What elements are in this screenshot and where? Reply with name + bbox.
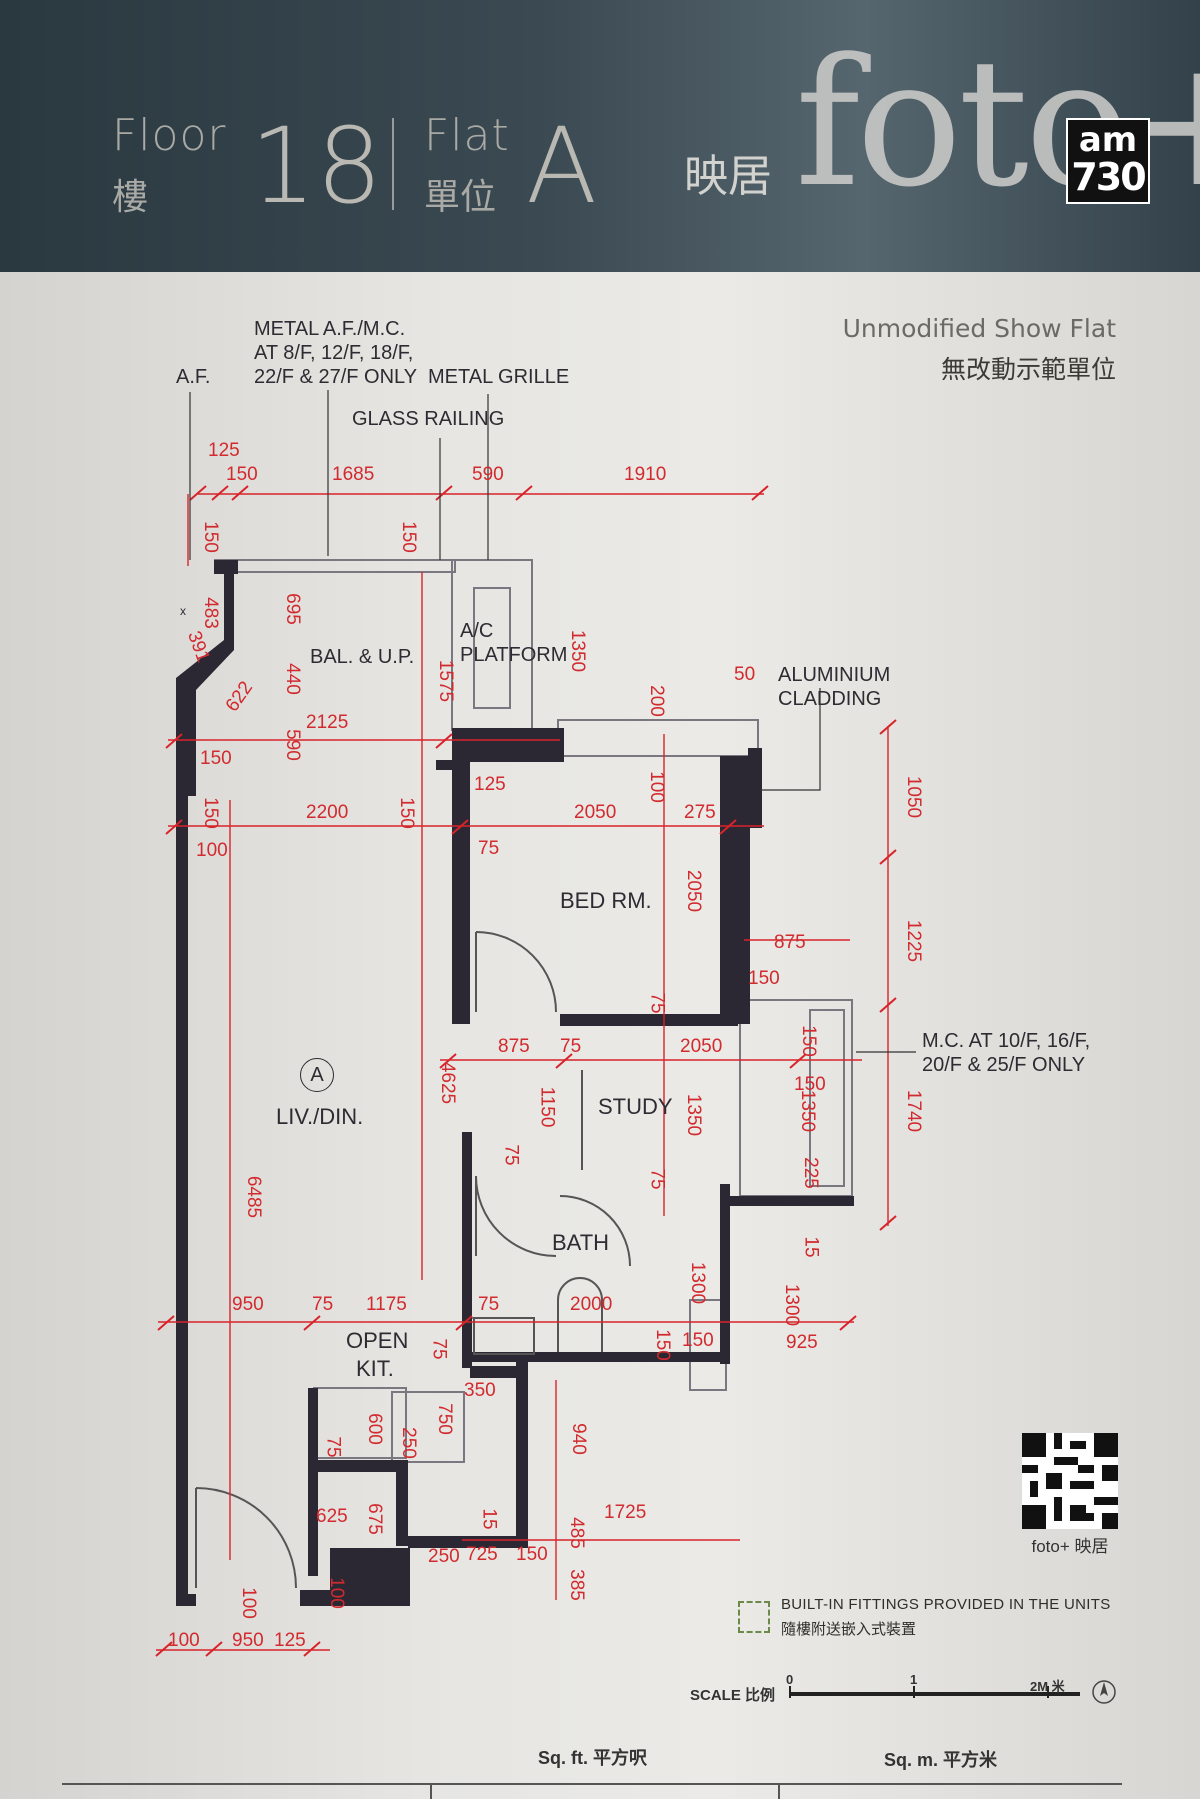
dim-125-top: 125: [208, 440, 240, 461]
dimension-ticks: [155, 485, 897, 1657]
walls: [176, 560, 854, 1606]
am730-badge: am 730: [1066, 118, 1150, 204]
dim-875-b: 875: [498, 1036, 530, 1057]
room-living: LIV./DIN.: [276, 1104, 364, 1129]
show-flat-title-zh: 無改動示範單位: [940, 355, 1116, 384]
dim-350: 350: [464, 1380, 496, 1401]
dim-950: 950: [232, 1294, 264, 1315]
dim-950-bottom: 950: [232, 1630, 264, 1651]
dim-1685: 1685: [332, 464, 375, 485]
dim-925: 925: [786, 1332, 818, 1353]
bedroom-door-arc: [475, 931, 557, 1013]
note-metal-3: 22/F & 27/F ONLY: [254, 366, 418, 388]
note-metal-1: METAL A.F./M.C.: [254, 318, 406, 340]
room-bedroom: BED RM.: [560, 888, 652, 913]
area-table-rule: [62, 1783, 1122, 1785]
flat-label-zh: 單位: [424, 177, 497, 218]
dim-2125: 2125: [306, 712, 349, 733]
badge-top: am: [1078, 120, 1138, 160]
legend-text-zh: 隨樓附送嵌入式裝置: [781, 1621, 917, 1638]
area-sqm-label: Sq. m. 平方米: [884, 1750, 998, 1770]
qr-code: [1022, 1433, 1118, 1529]
floor-label-zh: 樓: [112, 177, 149, 218]
dim-150-c: 150: [748, 968, 780, 989]
legend-text: BUILT-IN FITTINGS PROVIDED IN THE UNITS: [781, 1596, 1111, 1613]
note-glass: GLASS RAILING: [352, 408, 505, 430]
scale-bar: [789, 1680, 1116, 1704]
dim-1910: 1910: [624, 464, 667, 485]
dim-2000: 2000: [570, 1294, 613, 1315]
area-table-divider: [778, 1783, 780, 1799]
scale-tick-0: 0: [786, 1672, 794, 1687]
dim-75-g: 75: [478, 1294, 500, 1315]
dim-2050-h: 2050: [574, 802, 617, 823]
area-table-divider: [430, 1783, 432, 1799]
north-arrow-icon: [1092, 1680, 1116, 1704]
floor-number: 18: [250, 105, 383, 227]
note-cladding: CLADDING: [778, 688, 882, 710]
dim-875-a: 875: [774, 932, 806, 953]
dim-75-f: 75: [312, 1294, 334, 1315]
dim-250-b: 250: [428, 1546, 460, 1567]
room-bath: BATH: [552, 1230, 610, 1255]
flat-letter: A: [526, 105, 598, 227]
dim-2200: 2200: [306, 802, 349, 823]
dimension-lines: [156, 493, 889, 1651]
dim-125-bottom: 125: [274, 1630, 306, 1651]
dim-2050-study: 2050: [680, 1036, 723, 1057]
dim-125-bed: 125: [474, 774, 506, 795]
note-grille: METAL GRILLE: [428, 366, 570, 388]
dim-275: 275: [684, 802, 716, 823]
leader-lines: [189, 390, 916, 1053]
badge-bottom: 730: [1071, 155, 1146, 199]
dim-725: 725: [466, 1544, 498, 1565]
note-af: A.F.: [176, 366, 211, 388]
qr-caption: foto+ 映居: [1031, 1537, 1109, 1556]
room-balcony: BAL. & U.P.: [310, 646, 415, 668]
dim-590-top: 590: [472, 464, 504, 485]
dim-1725: 1725: [604, 1502, 647, 1523]
note-x: x: [180, 604, 186, 618]
scale-tick-2: 2M 米: [1030, 1679, 1065, 1694]
railing-outlines: [214, 559, 853, 1463]
dim-150-top: 150: [226, 464, 258, 485]
note-aluminium: ALUMINIUM: [778, 664, 891, 686]
built-in-fittings-legend-swatch: [738, 1601, 770, 1633]
header-band: Floor 樓 18 Flat 單位 A 映居 foto+ am 730: [0, 0, 1200, 272]
dim-100-bottom: 100: [168, 1630, 200, 1651]
room-study: STUDY: [598, 1094, 673, 1119]
note-mc-1: M.C. AT 10/F, 16/F,: [922, 1030, 1091, 1052]
room-kitchen-2: KIT.: [356, 1356, 394, 1381]
brand-name-zh: 映居: [684, 151, 772, 202]
note-mc-2: 20/F & 25/F ONLY: [922, 1054, 1086, 1076]
scale-tick-1: 1: [910, 1672, 918, 1687]
note-metal-2: AT 8/F, 12/F, 18/F,: [254, 342, 414, 364]
room-ac-2: PLATFORM: [460, 644, 568, 666]
dim-150-k: 150: [682, 1330, 714, 1351]
dim-75-bed: 75: [478, 838, 500, 859]
dim-625: 625: [316, 1506, 348, 1527]
dim-150-bal: 150: [200, 748, 232, 769]
dim-150-r2: 150: [794, 1074, 826, 1095]
floor-label: Floor: [112, 110, 227, 161]
dim-150-j: 150: [516, 1544, 548, 1565]
dim-100-left: 100: [196, 840, 228, 861]
room-ac-1: A/C: [460, 620, 494, 642]
show-flat-title: Unmodified Show Flat: [842, 314, 1116, 343]
flat-circle-marker: A: [300, 1058, 334, 1092]
dim-1175: 1175: [366, 1294, 407, 1315]
fixtures: [195, 931, 631, 1589]
header-divider: [392, 118, 394, 210]
flat-label: Flat: [424, 110, 510, 161]
scale-label: SCALE 比例: [690, 1687, 776, 1704]
room-kitchen-1: OPEN: [346, 1328, 409, 1353]
area-sqft-label: Sq. ft. 平方呎: [538, 1748, 647, 1768]
dim-50: 50: [734, 664, 756, 685]
dim-75-c: 75: [560, 1036, 582, 1057]
